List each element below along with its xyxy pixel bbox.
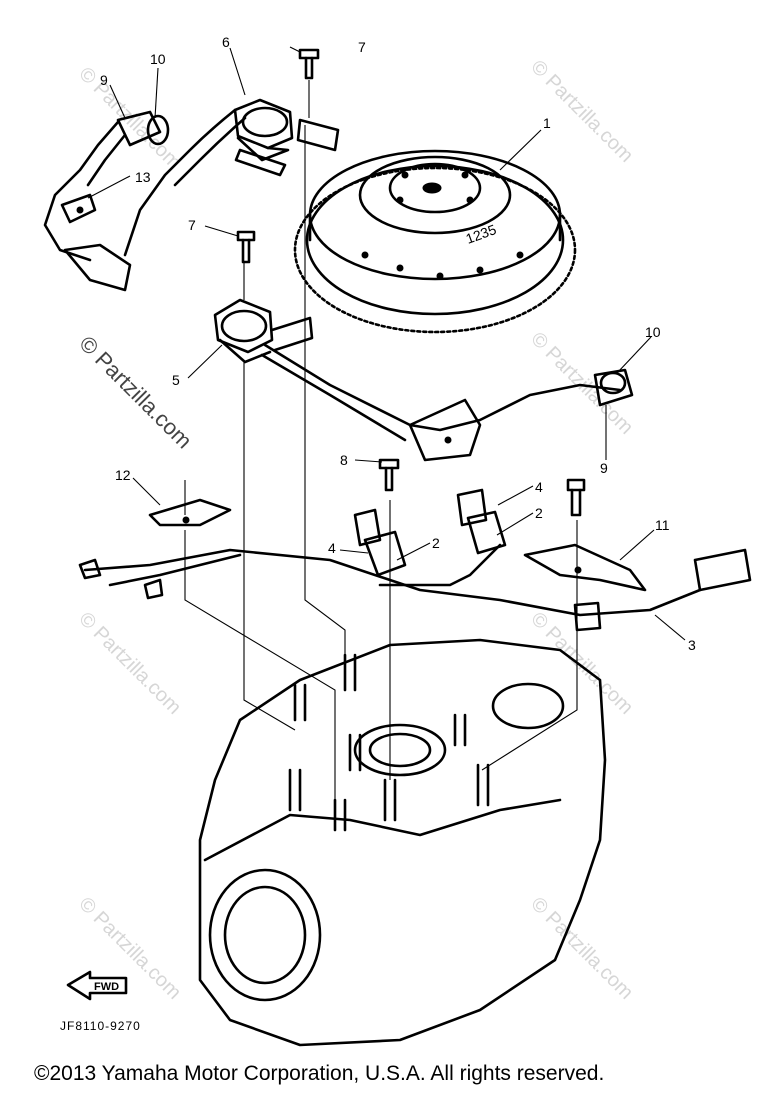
- watermark: © Partzilla.com: [526, 56, 637, 167]
- ignition-coil-upper: [123, 98, 340, 257]
- assembly-lines: [184, 80, 578, 800]
- watermark: © Partzilla.com: [526, 328, 637, 439]
- flywheel-bolt-holes: [361, 171, 524, 280]
- callout-9: 9: [600, 460, 608, 476]
- bolts-7: [236, 48, 400, 492]
- callout-2: 2: [432, 535, 440, 551]
- callout-10: 10: [645, 324, 661, 340]
- watermarks: © Partzilla.com © Partzilla.com © Partzi…: [74, 56, 637, 1004]
- callout-8: 8: [340, 452, 348, 468]
- callout-2: 2: [535, 505, 543, 521]
- callout-7: 7: [188, 217, 196, 233]
- watermark: © Partzilla.com: [526, 608, 637, 719]
- callout-4: 4: [535, 479, 543, 495]
- wiring-harness: [78, 548, 752, 632]
- engine-block: [198, 638, 607, 1047]
- fwd-label: FWD: [94, 981, 119, 993]
- callout-9: 9: [100, 72, 108, 88]
- callout-3: 3: [688, 637, 696, 653]
- spark-plug-cap-right: [408, 368, 634, 462]
- callout-10: 10: [150, 51, 166, 67]
- callouts: 1 2 2 3 4 4 5 6 7 7 8 9 9 10 10 11 12 13: [100, 34, 696, 653]
- watermark-main: © Partzilla.com: [74, 331, 197, 454]
- watermark: © Partzilla.com: [526, 893, 637, 1004]
- fwd-arrow-icon: FWD: [66, 970, 128, 1001]
- watermark: © Partzilla.com: [74, 63, 185, 174]
- copyright-notice: ©2013 Yamaha Motor Corporation, U.S.A. A…: [34, 1062, 605, 1085]
- drawing-code: JF8110-9270: [60, 1019, 141, 1033]
- flywheel: 1235: [293, 149, 577, 334]
- watermark: © Partzilla.com: [74, 608, 185, 719]
- callout-4: 4: [328, 540, 336, 556]
- callout-7: 7: [358, 39, 366, 55]
- engine-studs: [288, 653, 490, 832]
- watermark: © Partzilla.com: [74, 893, 185, 1004]
- brackets: [148, 478, 647, 592]
- callout-1: 1: [543, 115, 551, 131]
- pulser-coils: [353, 488, 507, 587]
- callout-leaders: [87, 46, 686, 641]
- spark-plug-cap-upper: [43, 110, 170, 292]
- callout-13: 13: [135, 169, 151, 185]
- ignition-coil-lower: [213, 298, 622, 442]
- callout-6: 6: [222, 34, 230, 50]
- flywheel-marking: 1235: [464, 221, 499, 247]
- callout-11: 11: [655, 517, 670, 533]
- callout-12: 12: [115, 467, 131, 483]
- callout-5: 5: [172, 372, 180, 388]
